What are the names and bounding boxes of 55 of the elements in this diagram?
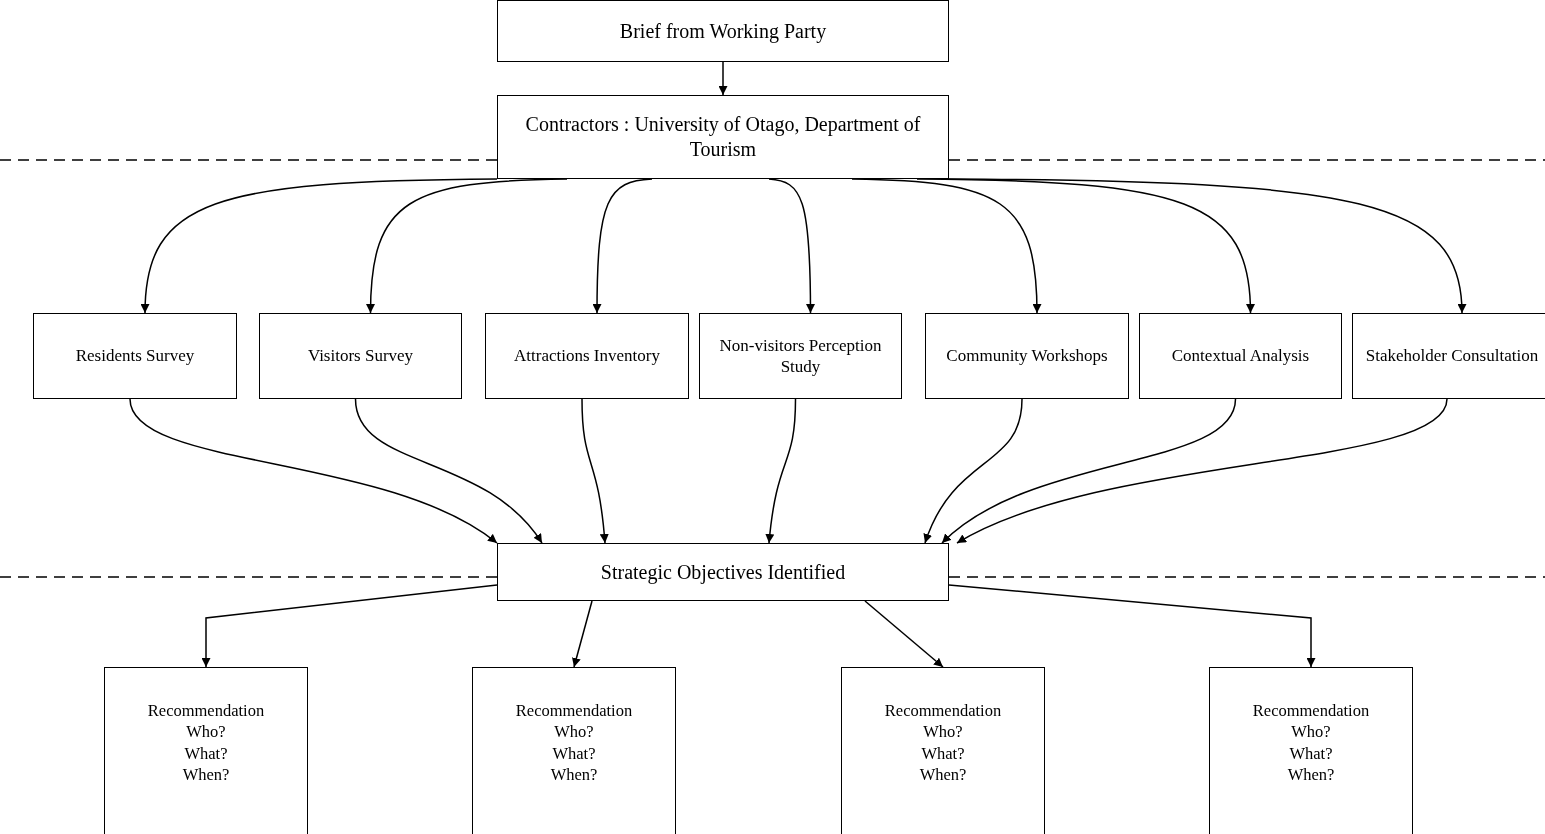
process-box — [699, 313, 902, 399]
arrow — [941, 398, 1237, 544]
arrow — [864, 600, 944, 668]
node-label: Community Workshops — [946, 345, 1108, 367]
arrow — [956, 398, 1448, 544]
process-box — [925, 313, 1129, 399]
node-label: Recommendation — [884, 700, 1002, 722]
process-box — [497, 95, 949, 179]
node-label: Visitors Survey — [307, 345, 414, 367]
node-label: Contextual Analysis — [1171, 345, 1310, 367]
recommendation-box — [1209, 667, 1413, 834]
arrow — [718, 61, 728, 96]
process-box — [259, 313, 462, 399]
node-label: Attractions Inventory — [514, 345, 660, 367]
arrow — [948, 178, 1466, 314]
node-label: What? — [552, 742, 596, 765]
node-label: Who? — [554, 721, 594, 743]
node-label: Stakeholder Consultation — [1365, 345, 1539, 367]
process-box — [497, 543, 949, 601]
node-label: Residents Survey — [75, 345, 195, 367]
node-label: Who? — [186, 721, 226, 743]
arrow — [765, 398, 797, 544]
node-label: What? — [1289, 742, 1333, 765]
process-box — [497, 0, 949, 62]
node-label: Who? — [1291, 721, 1331, 743]
node-label: When? — [182, 764, 230, 786]
node-label: Non-visitors Perception Study — [718, 334, 883, 378]
node-label: Recommendation — [147, 700, 265, 722]
process-box — [33, 313, 237, 399]
node-label: Brief from Working Party — [619, 18, 827, 44]
recommendation-box — [104, 667, 308, 834]
node-label: When? — [550, 764, 598, 786]
node-label: Who? — [923, 721, 963, 743]
recommendation-box — [472, 667, 676, 834]
arrow — [141, 178, 498, 314]
arrow — [354, 398, 543, 544]
node-label: Recommendation — [515, 700, 633, 722]
process-box — [485, 313, 689, 399]
node-label: What? — [184, 742, 228, 765]
arrow — [924, 398, 1023, 544]
arrow — [948, 584, 1316, 668]
node-label: When? — [919, 764, 967, 786]
node-label: Recommendation — [1252, 700, 1370, 722]
arrow — [581, 398, 609, 544]
process-box — [1139, 313, 1342, 399]
arrow — [572, 600, 593, 668]
arrow — [768, 178, 815, 314]
arrow — [129, 398, 498, 544]
recommendation-box — [841, 667, 1045, 834]
node-label: When? — [1287, 764, 1335, 786]
node-label: What? — [921, 742, 965, 765]
process-box — [1352, 313, 1545, 399]
node-label: Strategic Objectives Identified — [600, 559, 846, 585]
arrow — [201, 584, 498, 668]
node-label: Contractors : University of Otago, Department of Tourism — [524, 112, 922, 162]
